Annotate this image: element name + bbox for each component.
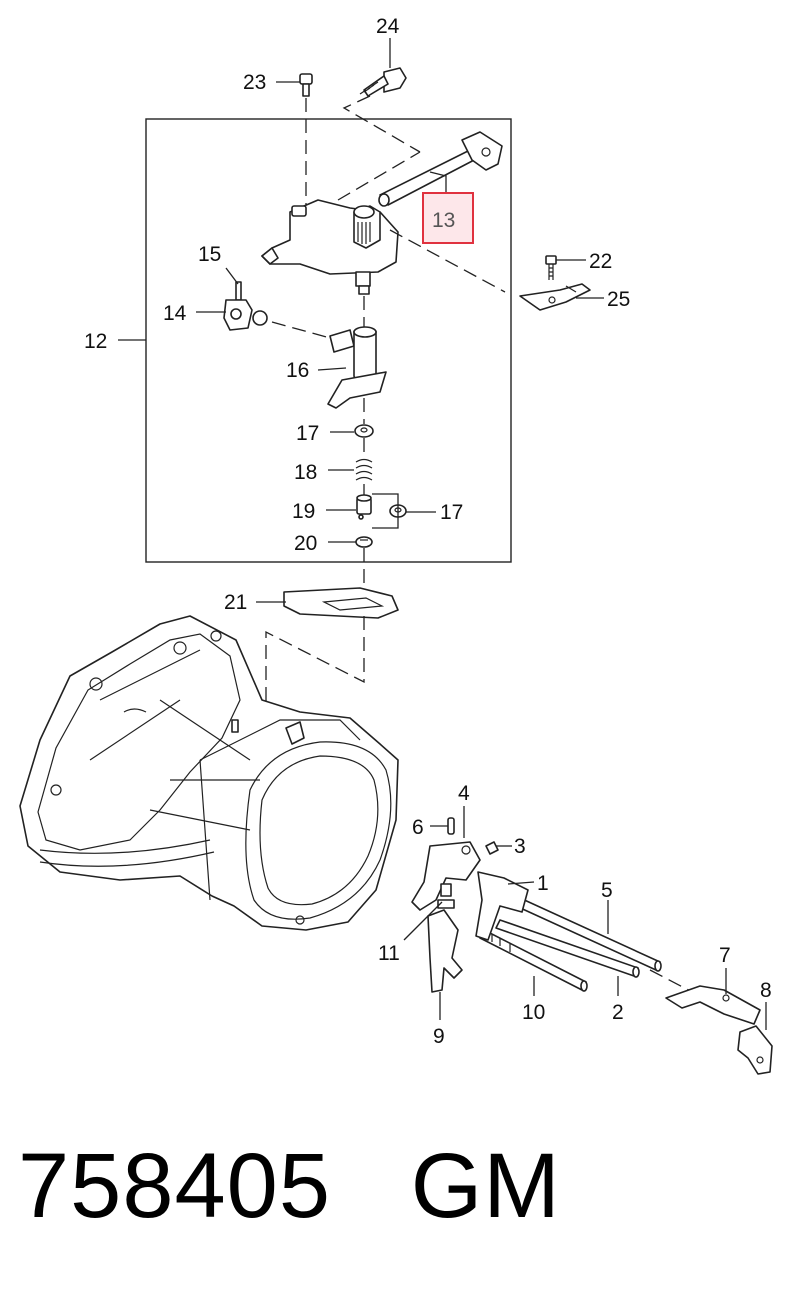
callout-16[interactable]: 16 (286, 359, 309, 382)
part-number-caption: 758405 GM (18, 1140, 561, 1232)
bracket-19-17 (372, 493, 399, 529)
part-2-shift-rail[interactable] (495, 919, 640, 978)
callout-17-lower[interactable]: 17 (440, 501, 463, 524)
callout-14[interactable]: 14 (163, 302, 187, 325)
part-17-washer-upper[interactable] (354, 424, 374, 438)
callout-23[interactable]: 23 (243, 71, 266, 94)
part-22-bolt[interactable] (545, 255, 557, 280)
part-6-pin[interactable] (447, 817, 455, 835)
callout-22[interactable]: 22 (589, 250, 612, 273)
callout-9[interactable]: 9 (433, 1025, 445, 1048)
part-20-clip[interactable] (355, 536, 373, 548)
part-25-bracket[interactable] (519, 283, 591, 311)
guide-line-shaft-13 (337, 151, 421, 201)
guide-line-24 (342, 95, 421, 153)
part-13-shift-shaft[interactable] (378, 131, 503, 207)
callout-24[interactable]: 24 (376, 15, 400, 38)
part-8-shift-block[interactable] (737, 1025, 773, 1075)
part-7-shift-lever[interactable] (665, 985, 761, 1025)
guide-line-14 (271, 321, 331, 339)
callout-8[interactable]: 8 (760, 979, 772, 1002)
callout-11[interactable]: 11 (378, 942, 400, 965)
part-housing-stud (358, 285, 370, 295)
highlight-box-13 (422, 192, 474, 244)
guide-line-21 (265, 616, 365, 712)
part-23-bolt[interactable] (299, 73, 313, 97)
part-24-bolt[interactable] (359, 67, 407, 97)
callout-12[interactable]: 12 (84, 330, 107, 353)
part-9-shift-fork[interactable] (427, 909, 463, 993)
part-number: 758405 (18, 1135, 331, 1237)
callout-5[interactable]: 5 (601, 879, 613, 902)
part-16-selector-lever[interactable] (327, 326, 387, 409)
brand-name: GM (410, 1135, 561, 1237)
part-14-ball-joint[interactable] (223, 299, 268, 331)
part-19-sleeve[interactable] (356, 494, 372, 520)
part-18-spring[interactable] (355, 458, 373, 481)
callout-25[interactable]: 25 (607, 288, 630, 311)
part-21-gasket[interactable] (283, 587, 399, 619)
guide-line-housing-22 (389, 229, 506, 293)
callout-7[interactable]: 7 (719, 944, 731, 967)
assembly-group-box (145, 118, 512, 563)
callout-13[interactable]: 13 (432, 209, 455, 232)
leader-lines (118, 38, 767, 1030)
callout-2[interactable]: 2 (612, 1001, 624, 1024)
callout-20[interactable]: 20 (294, 532, 317, 555)
caption-gap (331, 1135, 411, 1237)
callout-4[interactable]: 4 (458, 782, 470, 805)
callout-19[interactable]: 19 (292, 500, 315, 523)
part-shift-cover-housing[interactable] (261, 199, 399, 287)
callout-1[interactable]: 1 (537, 872, 549, 895)
part-transmission-case (19, 615, 399, 931)
callout-3[interactable]: 3 (514, 835, 526, 858)
callout-21[interactable]: 21 (224, 591, 247, 614)
part-1-shift-fork[interactable] (475, 871, 529, 941)
part-15-pin[interactable] (235, 281, 242, 301)
callout-15[interactable]: 15 (198, 243, 221, 266)
callout-18[interactable]: 18 (294, 461, 317, 484)
callout-10[interactable]: 10 (522, 1001, 545, 1024)
callout-labels: 24 23 13 22 25 15 14 12 16 17 18 19 17 2… (84, 15, 772, 1048)
part-3-pin[interactable] (485, 841, 499, 855)
callout-17-upper[interactable]: 17 (296, 422, 319, 445)
callout-6[interactable]: 6 (412, 816, 424, 839)
